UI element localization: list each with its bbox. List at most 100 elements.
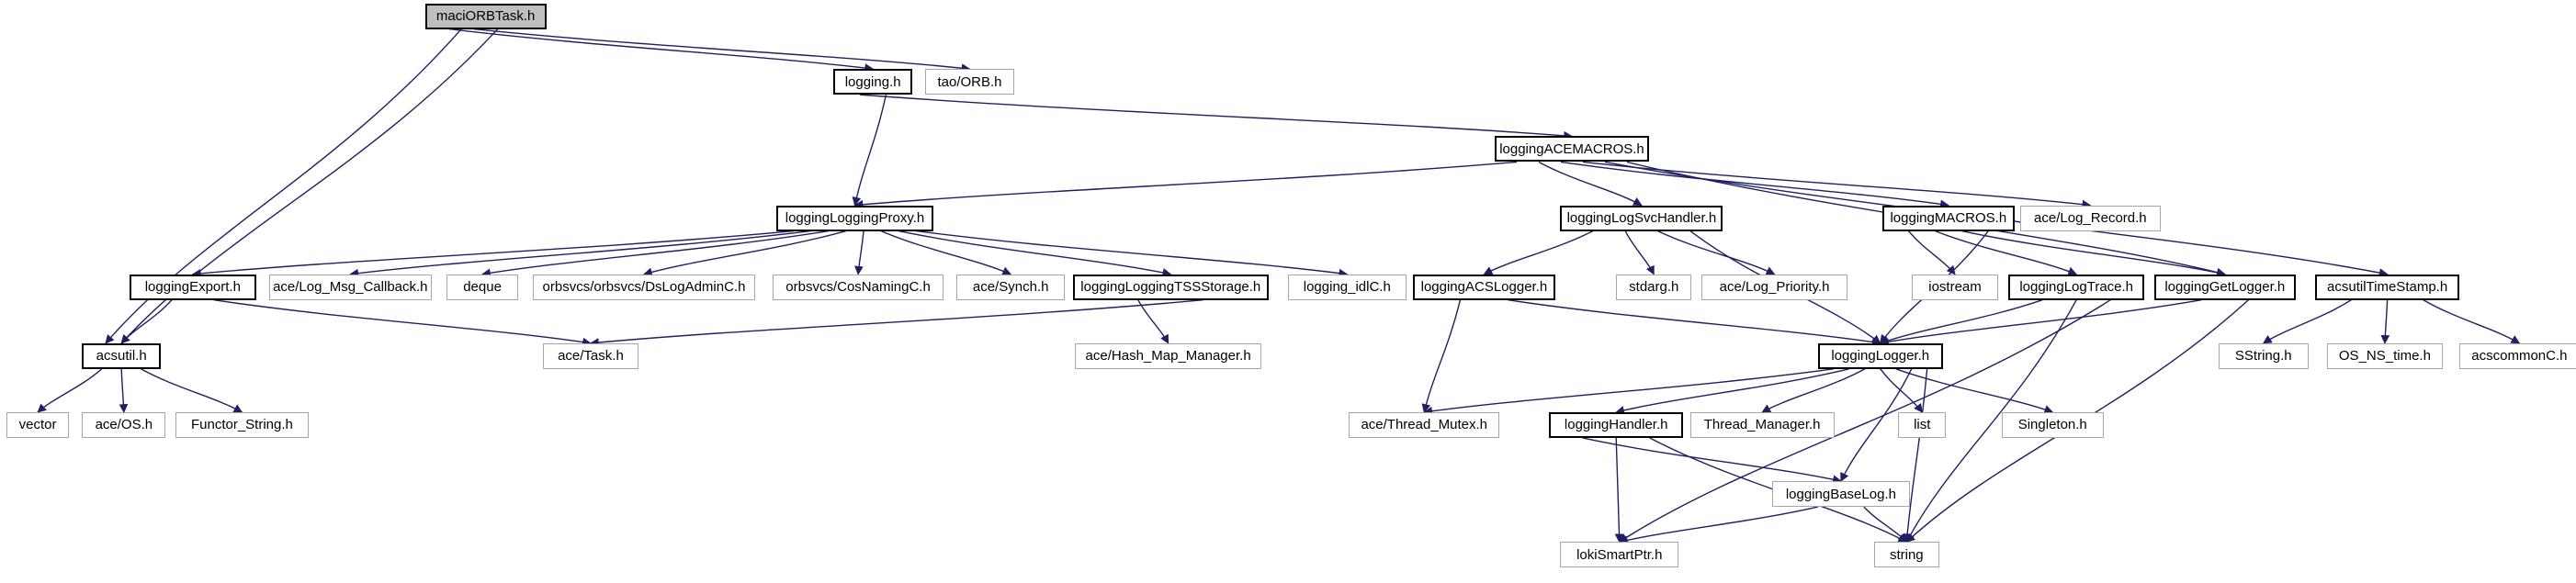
graph-node-label: orbsvcs/orbsvcs/DsLogAdminC.h (542, 279, 746, 296)
graph-node-label: stdarg.h (1629, 279, 1679, 296)
graph-node-sstring[interactable]: SString.h (2218, 342, 2309, 369)
graph-edge (2262, 299, 2352, 344)
graph-edge (448, 28, 875, 73)
graph-node-loggingLogTrace[interactable]: loggingLogTrace.h (2008, 274, 2145, 300)
graph-node-loggingTSSStorage[interactable]: loggingLoggingTSSStorage.h (1073, 274, 1269, 300)
graph-node-osNsTime[interactable]: OS_NS_time.h (2326, 342, 2444, 369)
graph-node-aceHashMapManager[interactable]: ace/Hash_Map_Manager.h (1074, 342, 1262, 369)
graph-node-aceOS[interactable]: ace/OS.h (82, 411, 166, 438)
graph-node-label: ace/Log_Record.h (2034, 210, 2147, 227)
graph-node-singleton[interactable]: Singleton.h (2001, 411, 2104, 438)
graph-node-list[interactable]: list (1898, 411, 1947, 438)
graph-edge (852, 94, 887, 207)
graph-edge (141, 368, 243, 413)
graph-edge (120, 299, 173, 344)
graph-edge (1423, 368, 1834, 416)
graph-node-threadManager[interactable]: Thread_Manager.h (1689, 411, 1835, 438)
graph-node-cosNamingC[interactable]: orbsvcs/CosNamingC.h (773, 274, 943, 300)
graph-edge (1137, 299, 1169, 344)
graph-edge (1624, 230, 1655, 275)
graph-node-label: deque (463, 279, 502, 296)
graph-node-iostream[interactable]: iostream (1911, 274, 1999, 300)
graph-node-loggingGetLogger[interactable]: loggingGetLogger.h (2154, 274, 2296, 300)
graph-node-label: Singleton.h (2017, 417, 2087, 433)
graph-node-label: loggingACEMACROS.h (1499, 140, 1644, 157)
graph-edge (213, 299, 592, 347)
graph-edge (853, 161, 1518, 209)
graph-node-aceLogRecord[interactable]: ace/Log_Record.h (2019, 205, 2162, 231)
graph-node-loggingLogSvcHandler[interactable]: loggingLogSvcHandler.h (1560, 205, 1723, 231)
graph-node-label: vector (18, 417, 57, 433)
graph-edge (473, 28, 971, 73)
graph-edge (589, 299, 1203, 347)
graph-node-label: ace/Hash_Map_Manager.h (1085, 348, 1251, 364)
graph-node-label: Thread_Manager.h (1703, 417, 1821, 433)
graph-node-loggingACSLogger[interactable]: loggingACSLogger.h (1412, 274, 1556, 300)
graph-edge (1935, 230, 2078, 275)
graph-node-loggingLogger[interactable]: loggingLogger.h (1817, 342, 1943, 369)
graph-edge (349, 230, 811, 278)
graph-node-aceTask[interactable]: ace/Task.h (543, 342, 638, 369)
graph-node-label: ace/Log_Msg_Callback.h (273, 279, 428, 296)
graph-node-loggingACEMACROS[interactable]: loggingACEMACROS.h (1495, 136, 1649, 163)
graph-edge (1657, 230, 1776, 275)
graph-node-label: ace/Synch.h (972, 279, 1049, 296)
graph-edge (191, 230, 794, 278)
graph-node-logging[interactable]: logging.h (833, 69, 912, 95)
graph-edge (1880, 368, 1923, 413)
graph-edge (643, 230, 847, 277)
graph-node-label: ace/OS.h (95, 417, 153, 433)
graph-node-aceThreadMutex[interactable]: ace/Thread_Mutex.h (1349, 411, 1500, 438)
graph-node-label: loggingLogTrace.h (2019, 279, 2134, 296)
graph-node-taoORB[interactable]: tao/ORB.h (925, 69, 1014, 95)
graph-edge (1508, 299, 1881, 347)
graph-edge (1879, 299, 2202, 347)
graph-node-acsutilTimeStamp[interactable]: acsutilTimeStamp.h (2315, 274, 2460, 300)
graph-node-loggingHandler[interactable]: loggingHandler.h (1548, 411, 1684, 438)
graph-node-dsLogAdminC[interactable]: orbsvcs/orbsvcs/DsLogAdminC.h (533, 274, 755, 300)
graph-node-maciORBTask[interactable]: maciORBTask.h (424, 3, 547, 29)
graph-node-label: OS_NS_time.h (2338, 348, 2431, 364)
graph-node-acsutil[interactable]: acsutil.h (82, 342, 162, 369)
graph-node-stdarg[interactable]: stdarg.h (1616, 274, 1692, 300)
graph-edge (859, 94, 1573, 140)
graph-edge (1538, 161, 1643, 207)
graph-edge (1560, 161, 1949, 209)
graph-node-label: acsutil.h (96, 348, 147, 364)
graph-node-loggingLoggingProxy[interactable]: loggingLoggingProxy.h (775, 205, 934, 231)
graph-edge (916, 230, 1349, 278)
graph-node-aceLogMsgCallback[interactable]: ace/Log_Msg_Callback.h (268, 274, 432, 300)
graph-edge (1907, 230, 1956, 275)
graph-node-deque[interactable]: deque (446, 274, 519, 300)
graph-node-label: ace/Task.h (558, 348, 624, 364)
graph-node-loggingIdlC[interactable]: logging_idlC.h (1288, 274, 1407, 300)
graph-node-label: logging.h (844, 73, 901, 90)
graph-edge (898, 230, 1172, 277)
graph-node-aceLogPriority[interactable]: ace/Log_Priority.h (1701, 274, 1847, 300)
graph-node-functorString[interactable]: Functor_String.h (175, 411, 309, 438)
graph-edge (1615, 368, 1849, 415)
graph-edge (1863, 506, 1907, 543)
graph-node-label: acscommonC.h (2471, 348, 2568, 364)
graph-edge (2380, 299, 2390, 344)
graph-node-label: Functor_String.h (190, 417, 293, 433)
graph-node-aceSynch[interactable]: ace/Synch.h (956, 274, 1066, 300)
graph-node-label: iostream (1928, 279, 1982, 296)
graph-edge (119, 368, 129, 413)
graph-node-label: string (1889, 546, 1924, 563)
graph-node-lokiSmartPtr[interactable]: lokiSmartPtr.h (1560, 542, 1679, 568)
graph-node-label: loggingBaseLog.h (1785, 486, 1896, 502)
graph-node-label: loggingLoggingProxy.h (785, 210, 925, 227)
graph-node-loggingExport[interactable]: loggingExport.h (130, 274, 256, 300)
graph-node-label: maciORBTask.h (435, 8, 536, 25)
graph-node-loggingBaseLog[interactable]: loggingBaseLog.h (1771, 481, 1910, 508)
graph-node-string[interactable]: string (1873, 542, 1940, 568)
graph-node-vector[interactable]: vector (6, 411, 69, 438)
graph-node-acscommonC[interactable]: acscommonC.h (2459, 342, 2576, 369)
graph-node-loggingMACROS[interactable]: loggingMACROS.h (1881, 205, 2016, 231)
graph-edge (37, 368, 103, 413)
graph-edge (1483, 230, 1594, 275)
graph-node-label: loggingExport.h (144, 279, 241, 296)
graph-node-label: list (1914, 417, 1931, 433)
